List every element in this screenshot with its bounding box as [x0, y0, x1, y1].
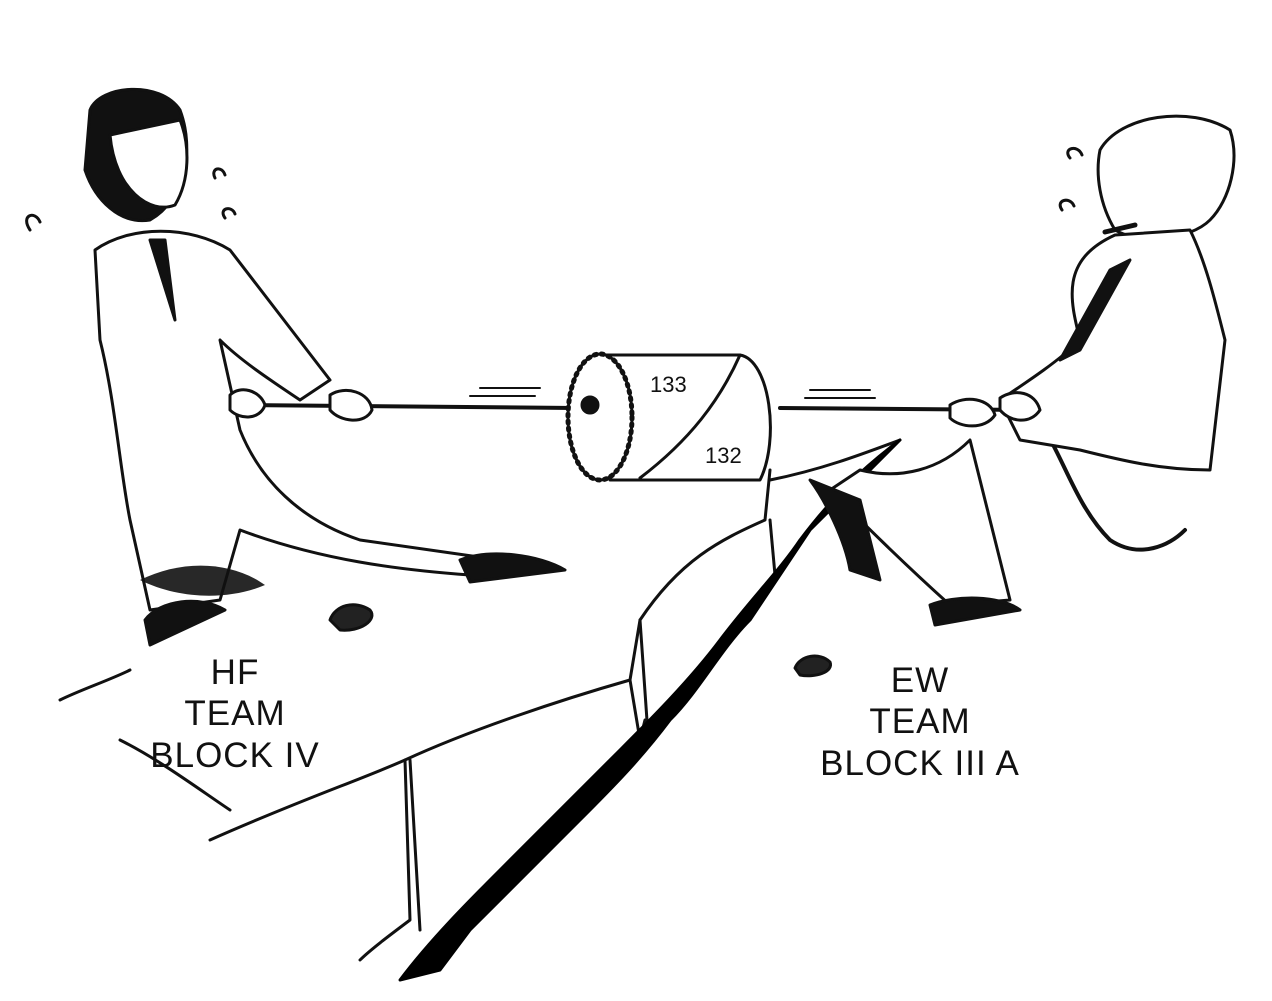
rock-left — [328, 603, 374, 632]
sweat-drops — [25, 146, 1084, 232]
drum — [565, 351, 772, 483]
right-team-caption: EW TEAM BLOCK III A — [790, 660, 1050, 784]
left-team-line3: BLOCK IV — [150, 735, 320, 775]
ground-crack — [398, 438, 902, 982]
right-team-line2: TEAM — [869, 702, 971, 742]
right-team-line3: BLOCK III A — [820, 743, 1020, 783]
left-team-line2: TEAM — [184, 694, 286, 734]
left-team-line1: HF — [210, 653, 260, 692]
cliff-ledge — [58, 438, 902, 962]
right-team-line1: EW — [890, 661, 950, 700]
motion-lines — [469, 387, 876, 399]
drum-label-bottom: 132 — [705, 443, 742, 468]
right-figure — [808, 114, 1236, 627]
left-team-caption: HF TEAM BLOCK IV — [120, 652, 350, 776]
drum-label-top: 133 — [650, 372, 687, 397]
left-figure — [83, 87, 567, 647]
rock-right — [793, 654, 832, 678]
